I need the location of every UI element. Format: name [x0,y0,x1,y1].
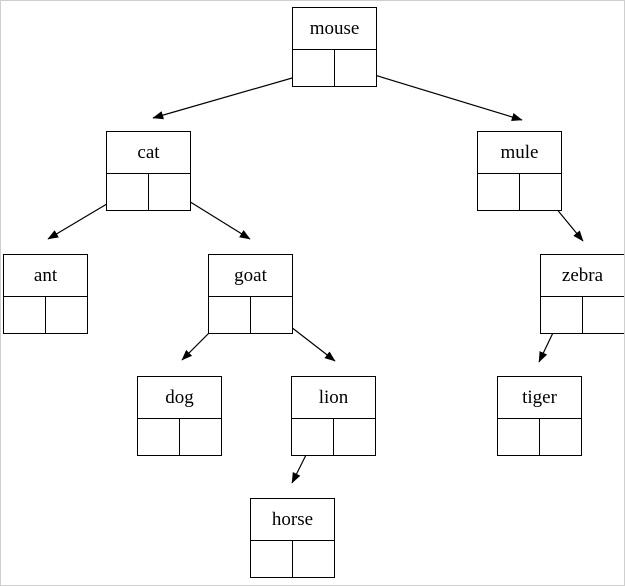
node-label-zebra: zebra [541,255,624,297]
node-left-pointer-cat[interactable] [107,174,149,210]
node-pointer-cells-ant [4,297,87,333]
tree-node-horse[interactable]: horse [250,498,335,578]
node-pointer-cells-zebra [541,297,624,333]
node-left-pointer-horse[interactable] [251,541,293,577]
node-label-mule: mule [478,132,561,174]
node-left-pointer-ant[interactable] [4,297,46,333]
tree-node-goat[interactable]: goat [208,254,293,334]
node-label-lion: lion [292,377,375,419]
node-label-cat: cat [107,132,190,174]
node-pointer-cells-cat [107,174,190,210]
tree-node-zebra[interactable]: zebra [540,254,624,334]
node-label-ant: ant [4,255,87,297]
node-label-goat: goat [209,255,292,297]
node-left-pointer-dog[interactable] [138,419,180,455]
node-left-pointer-lion[interactable] [292,419,334,455]
tree-node-mule[interactable]: mule [477,131,562,211]
tree-node-dog[interactable]: dog [137,376,222,456]
node-label-dog: dog [138,377,221,419]
node-left-pointer-tiger[interactable] [498,419,540,455]
node-right-pointer-mule[interactable] [520,174,562,210]
node-right-pointer-dog[interactable] [180,419,222,455]
tree-node-tiger[interactable]: tiger [497,376,582,456]
node-label-horse: horse [251,499,334,541]
node-right-pointer-zebra[interactable] [583,297,625,333]
node-label-tiger: tiger [498,377,581,419]
node-pointer-cells-tiger [498,419,581,455]
node-pointer-cells-horse [251,541,334,577]
tree-node-ant[interactable]: ant [3,254,88,334]
node-pointer-cells-mouse [293,50,376,86]
node-left-pointer-zebra[interactable] [541,297,583,333]
node-right-pointer-goat[interactable] [251,297,293,333]
tree-node-cat[interactable]: cat [106,131,191,211]
tree-edge-mouse-mule [354,68,523,122]
node-right-pointer-horse[interactable] [293,541,335,577]
node-left-pointer-mule[interactable] [478,174,520,210]
node-pointer-cells-mule [478,174,561,210]
node-pointer-cells-lion [292,419,375,455]
tree-node-lion[interactable]: lion [291,376,376,456]
node-right-pointer-mouse[interactable] [335,50,377,86]
node-right-pointer-ant[interactable] [46,297,88,333]
tree-node-mouse[interactable]: mouse [292,7,377,87]
node-label-mouse: mouse [293,8,376,50]
node-right-pointer-lion[interactable] [334,419,376,455]
node-left-pointer-mouse[interactable] [293,50,335,86]
node-right-pointer-tiger[interactable] [540,419,582,455]
tree-edge-mouse-cat [152,71,314,120]
node-left-pointer-goat[interactable] [209,297,251,333]
node-pointer-cells-goat [209,297,292,333]
node-right-pointer-cat[interactable] [149,174,191,210]
node-pointer-cells-dog [138,419,221,455]
